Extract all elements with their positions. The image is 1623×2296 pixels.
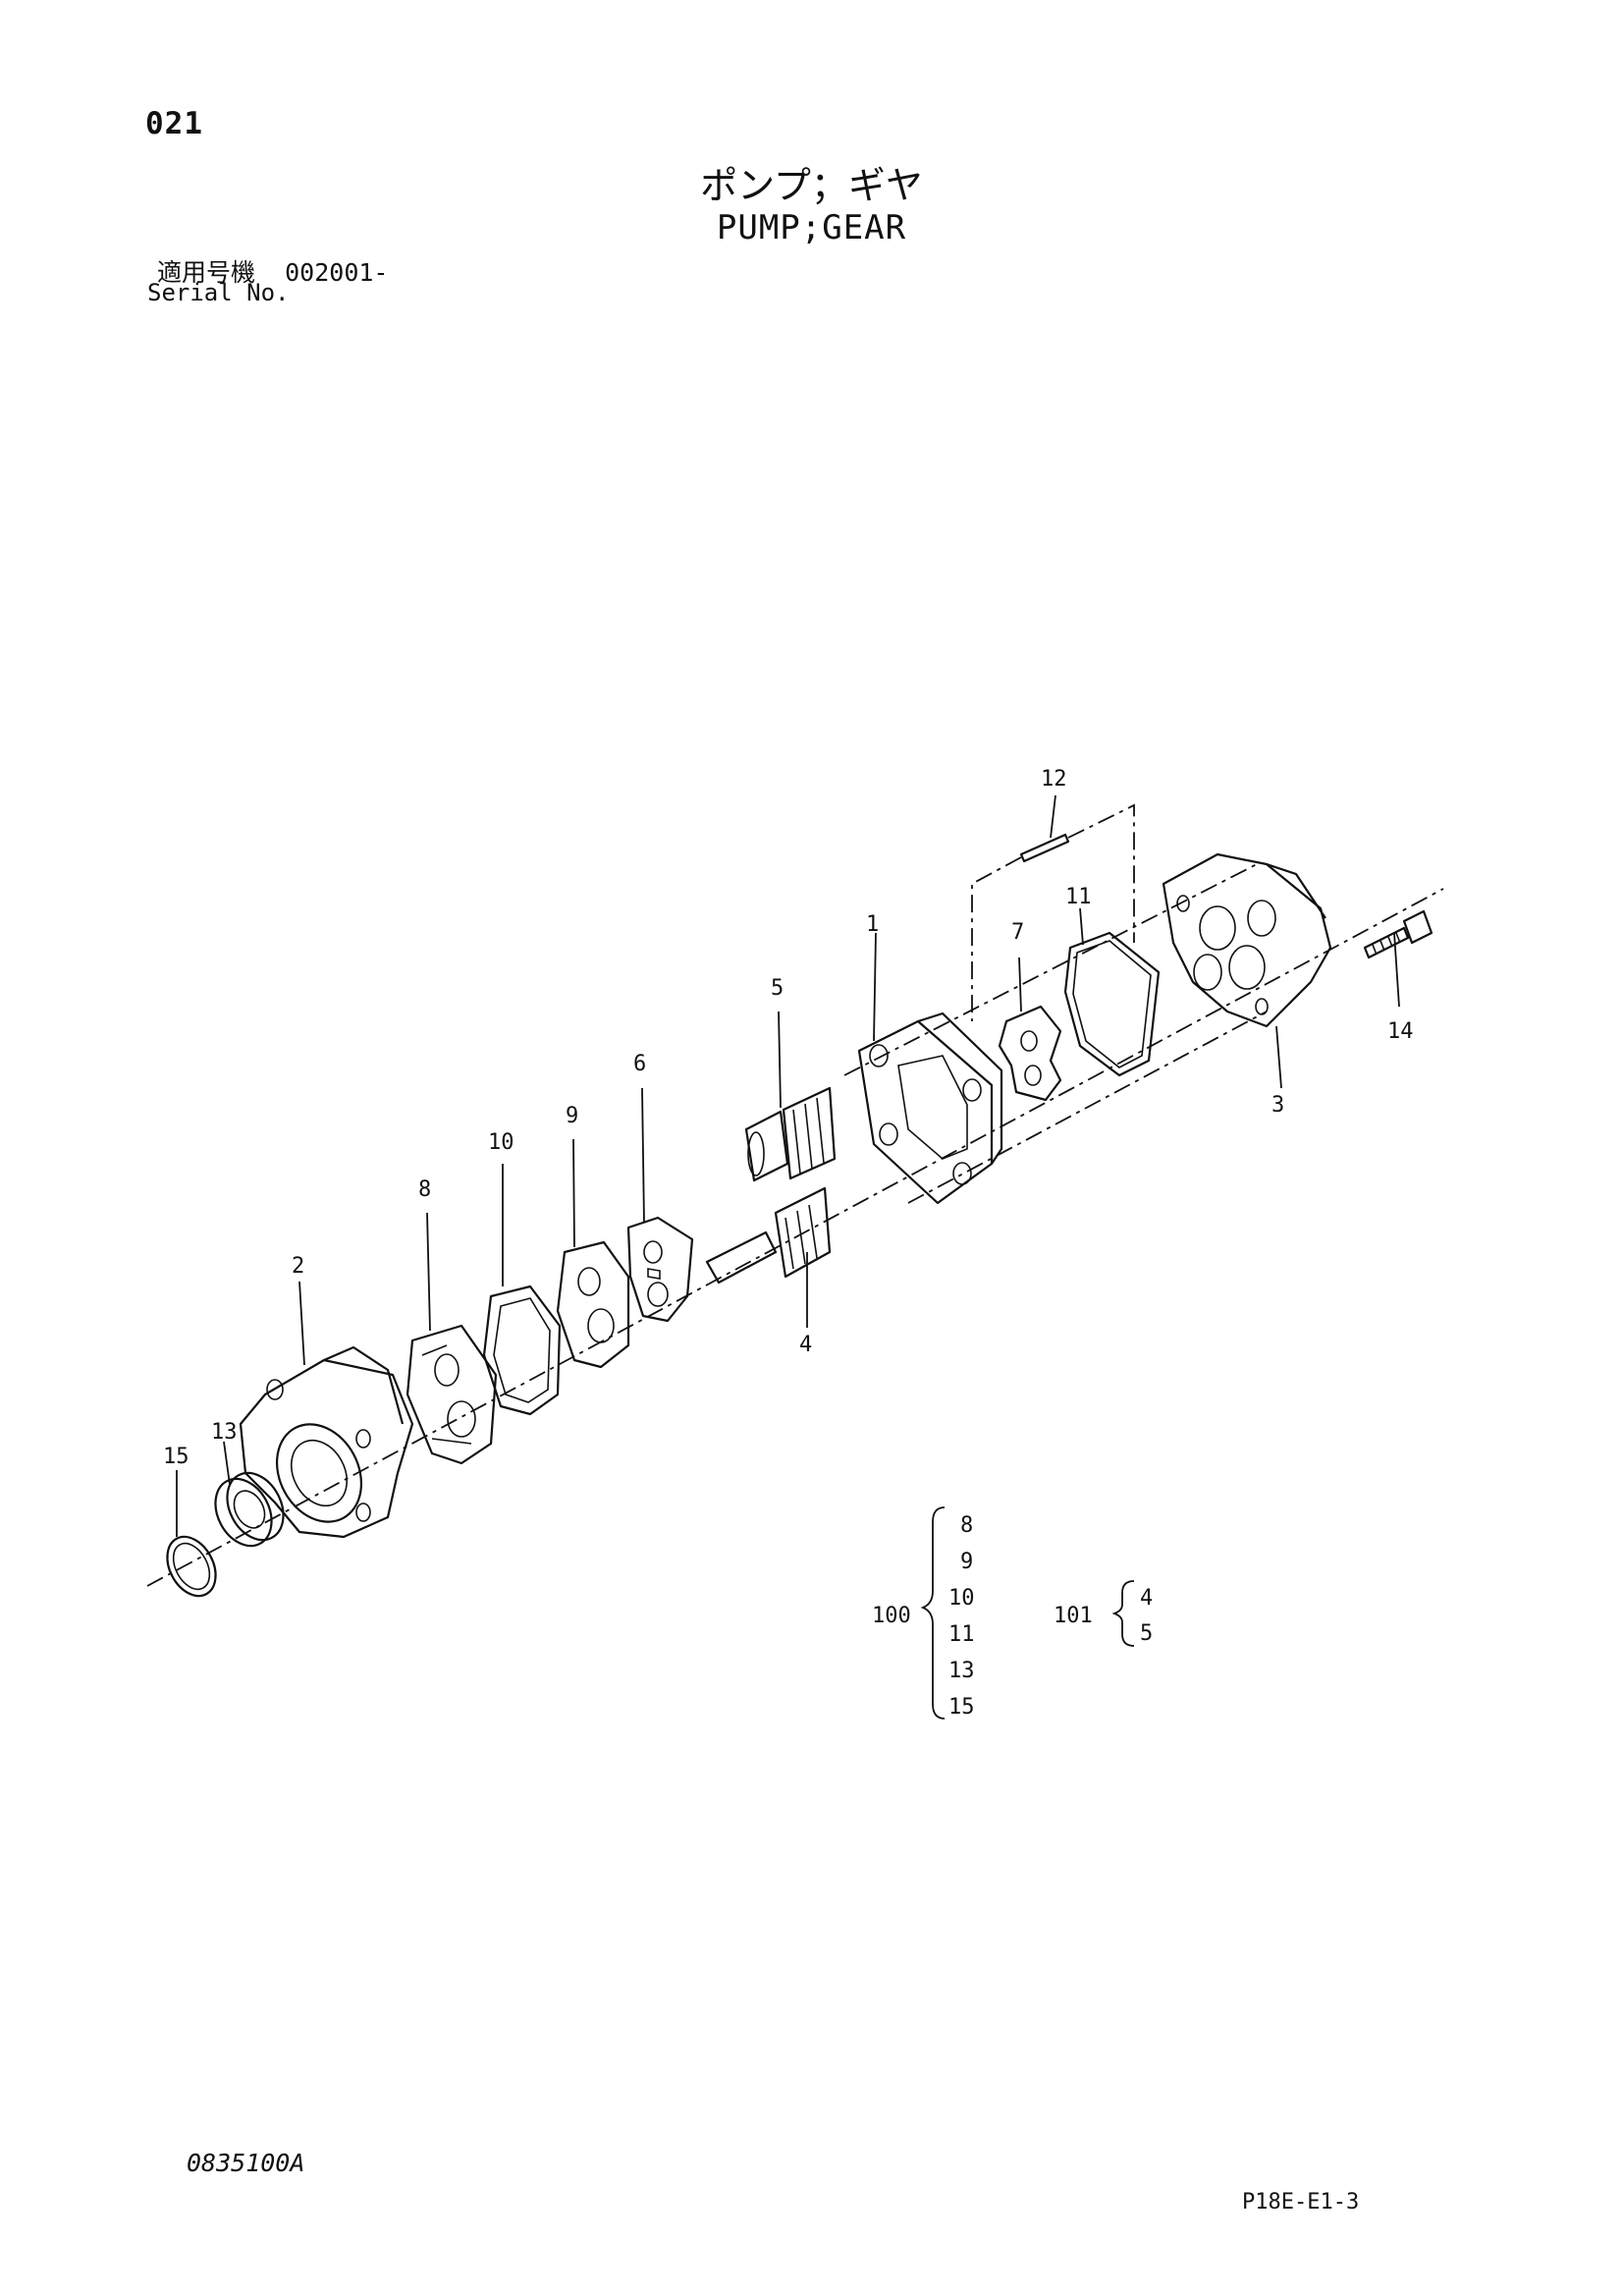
callout-5: 5 bbox=[771, 976, 784, 1001]
side-plate-9 bbox=[556, 1240, 630, 1369]
leader-8 bbox=[426, 1212, 431, 1332]
callout-1: 1 bbox=[866, 912, 879, 937]
leader-6 bbox=[641, 1087, 645, 1224]
dowel-pin bbox=[1019, 833, 1070, 863]
snap-ring bbox=[166, 1535, 217, 1598]
driven-gear bbox=[744, 1086, 837, 1182]
assembly-100-part-4: 11 bbox=[948, 1622, 975, 1647]
bolt bbox=[1363, 909, 1434, 959]
callout-11: 11 bbox=[1065, 885, 1092, 909]
callout-10: 10 bbox=[488, 1130, 514, 1155]
title-japanese: ポンプ；ギヤ bbox=[700, 164, 923, 207]
page-number: 021 bbox=[145, 106, 203, 141]
side-plate-8 bbox=[406, 1324, 498, 1465]
pin-guide-right bbox=[1067, 803, 1135, 943]
leader-2 bbox=[298, 1281, 305, 1366]
assembly-101-part-1: 4 bbox=[1140, 1586, 1153, 1611]
assembly-group-101: 101 4 5 bbox=[1054, 1580, 1153, 1647]
leader-7 bbox=[1018, 957, 1022, 1012]
oil-seal bbox=[214, 1471, 285, 1548]
front-cover bbox=[239, 1345, 414, 1539]
assembly-100-part-3: 10 bbox=[948, 1586, 975, 1611]
callout-6: 6 bbox=[633, 1052, 646, 1076]
assembly-axis bbox=[146, 888, 1444, 1587]
brace-100 bbox=[920, 1506, 946, 1720]
callout-14: 14 bbox=[1387, 1019, 1414, 1044]
leader-14 bbox=[1393, 932, 1400, 1008]
serial-value: 002001- bbox=[285, 258, 389, 287]
serial-label-en: Serial No. bbox=[147, 279, 290, 306]
pin-guide-left bbox=[971, 856, 1022, 1021]
o-ring bbox=[1063, 931, 1161, 1077]
leader-5 bbox=[778, 1011, 782, 1109]
drive-gear-shaft bbox=[705, 1186, 832, 1285]
callout-8: 8 bbox=[418, 1177, 431, 1202]
assembly-id-100: 100 bbox=[872, 1604, 911, 1628]
callout-4: 4 bbox=[799, 1333, 812, 1357]
gasket-6 bbox=[626, 1216, 694, 1323]
title-english: PUMP;GEAR bbox=[716, 208, 907, 247]
serial-label-jp: 適用号機 bbox=[157, 258, 256, 287]
callout-9: 9 bbox=[566, 1104, 578, 1128]
assembly-group-100: 100 8 9 10 11 13 15 bbox=[872, 1506, 975, 1720]
assembly-100-part-2: 9 bbox=[960, 1550, 973, 1574]
brace-101 bbox=[1111, 1580, 1135, 1647]
gasket-7 bbox=[998, 1005, 1062, 1102]
sheet-code: P18E-E1-3 bbox=[1242, 2190, 1360, 2214]
drawing-code: 0835100A bbox=[187, 2149, 305, 2177]
callout-15: 15 bbox=[163, 1445, 189, 1469]
leader-12 bbox=[1050, 794, 1056, 839]
leader-9 bbox=[572, 1138, 575, 1248]
leader-1 bbox=[873, 932, 877, 1042]
rear-cover bbox=[1162, 852, 1332, 1028]
callout-7: 7 bbox=[1011, 920, 1024, 945]
gasket-10 bbox=[482, 1285, 562, 1416]
assembly-id-101: 101 bbox=[1054, 1604, 1093, 1628]
assembly-axis-lower bbox=[907, 1011, 1268, 1204]
assembly-100-part-1: 8 bbox=[960, 1513, 973, 1538]
assembly-axis-upper bbox=[843, 863, 1258, 1076]
serial-row: 適用号機 002001- bbox=[157, 253, 388, 289]
leader-13 bbox=[223, 1441, 231, 1486]
callout-12: 12 bbox=[1041, 767, 1067, 792]
pump-body bbox=[857, 1011, 1003, 1205]
callout-13: 13 bbox=[211, 1420, 238, 1445]
assembly-100-part-5: 13 bbox=[948, 1659, 975, 1683]
leader-3 bbox=[1275, 1025, 1282, 1089]
assembly-101-part-2: 5 bbox=[1140, 1621, 1153, 1646]
callout-3: 3 bbox=[1271, 1093, 1284, 1118]
callout-2: 2 bbox=[292, 1254, 304, 1279]
leader-11 bbox=[1079, 907, 1084, 946]
assembly-100-part-6: 15 bbox=[948, 1695, 975, 1720]
